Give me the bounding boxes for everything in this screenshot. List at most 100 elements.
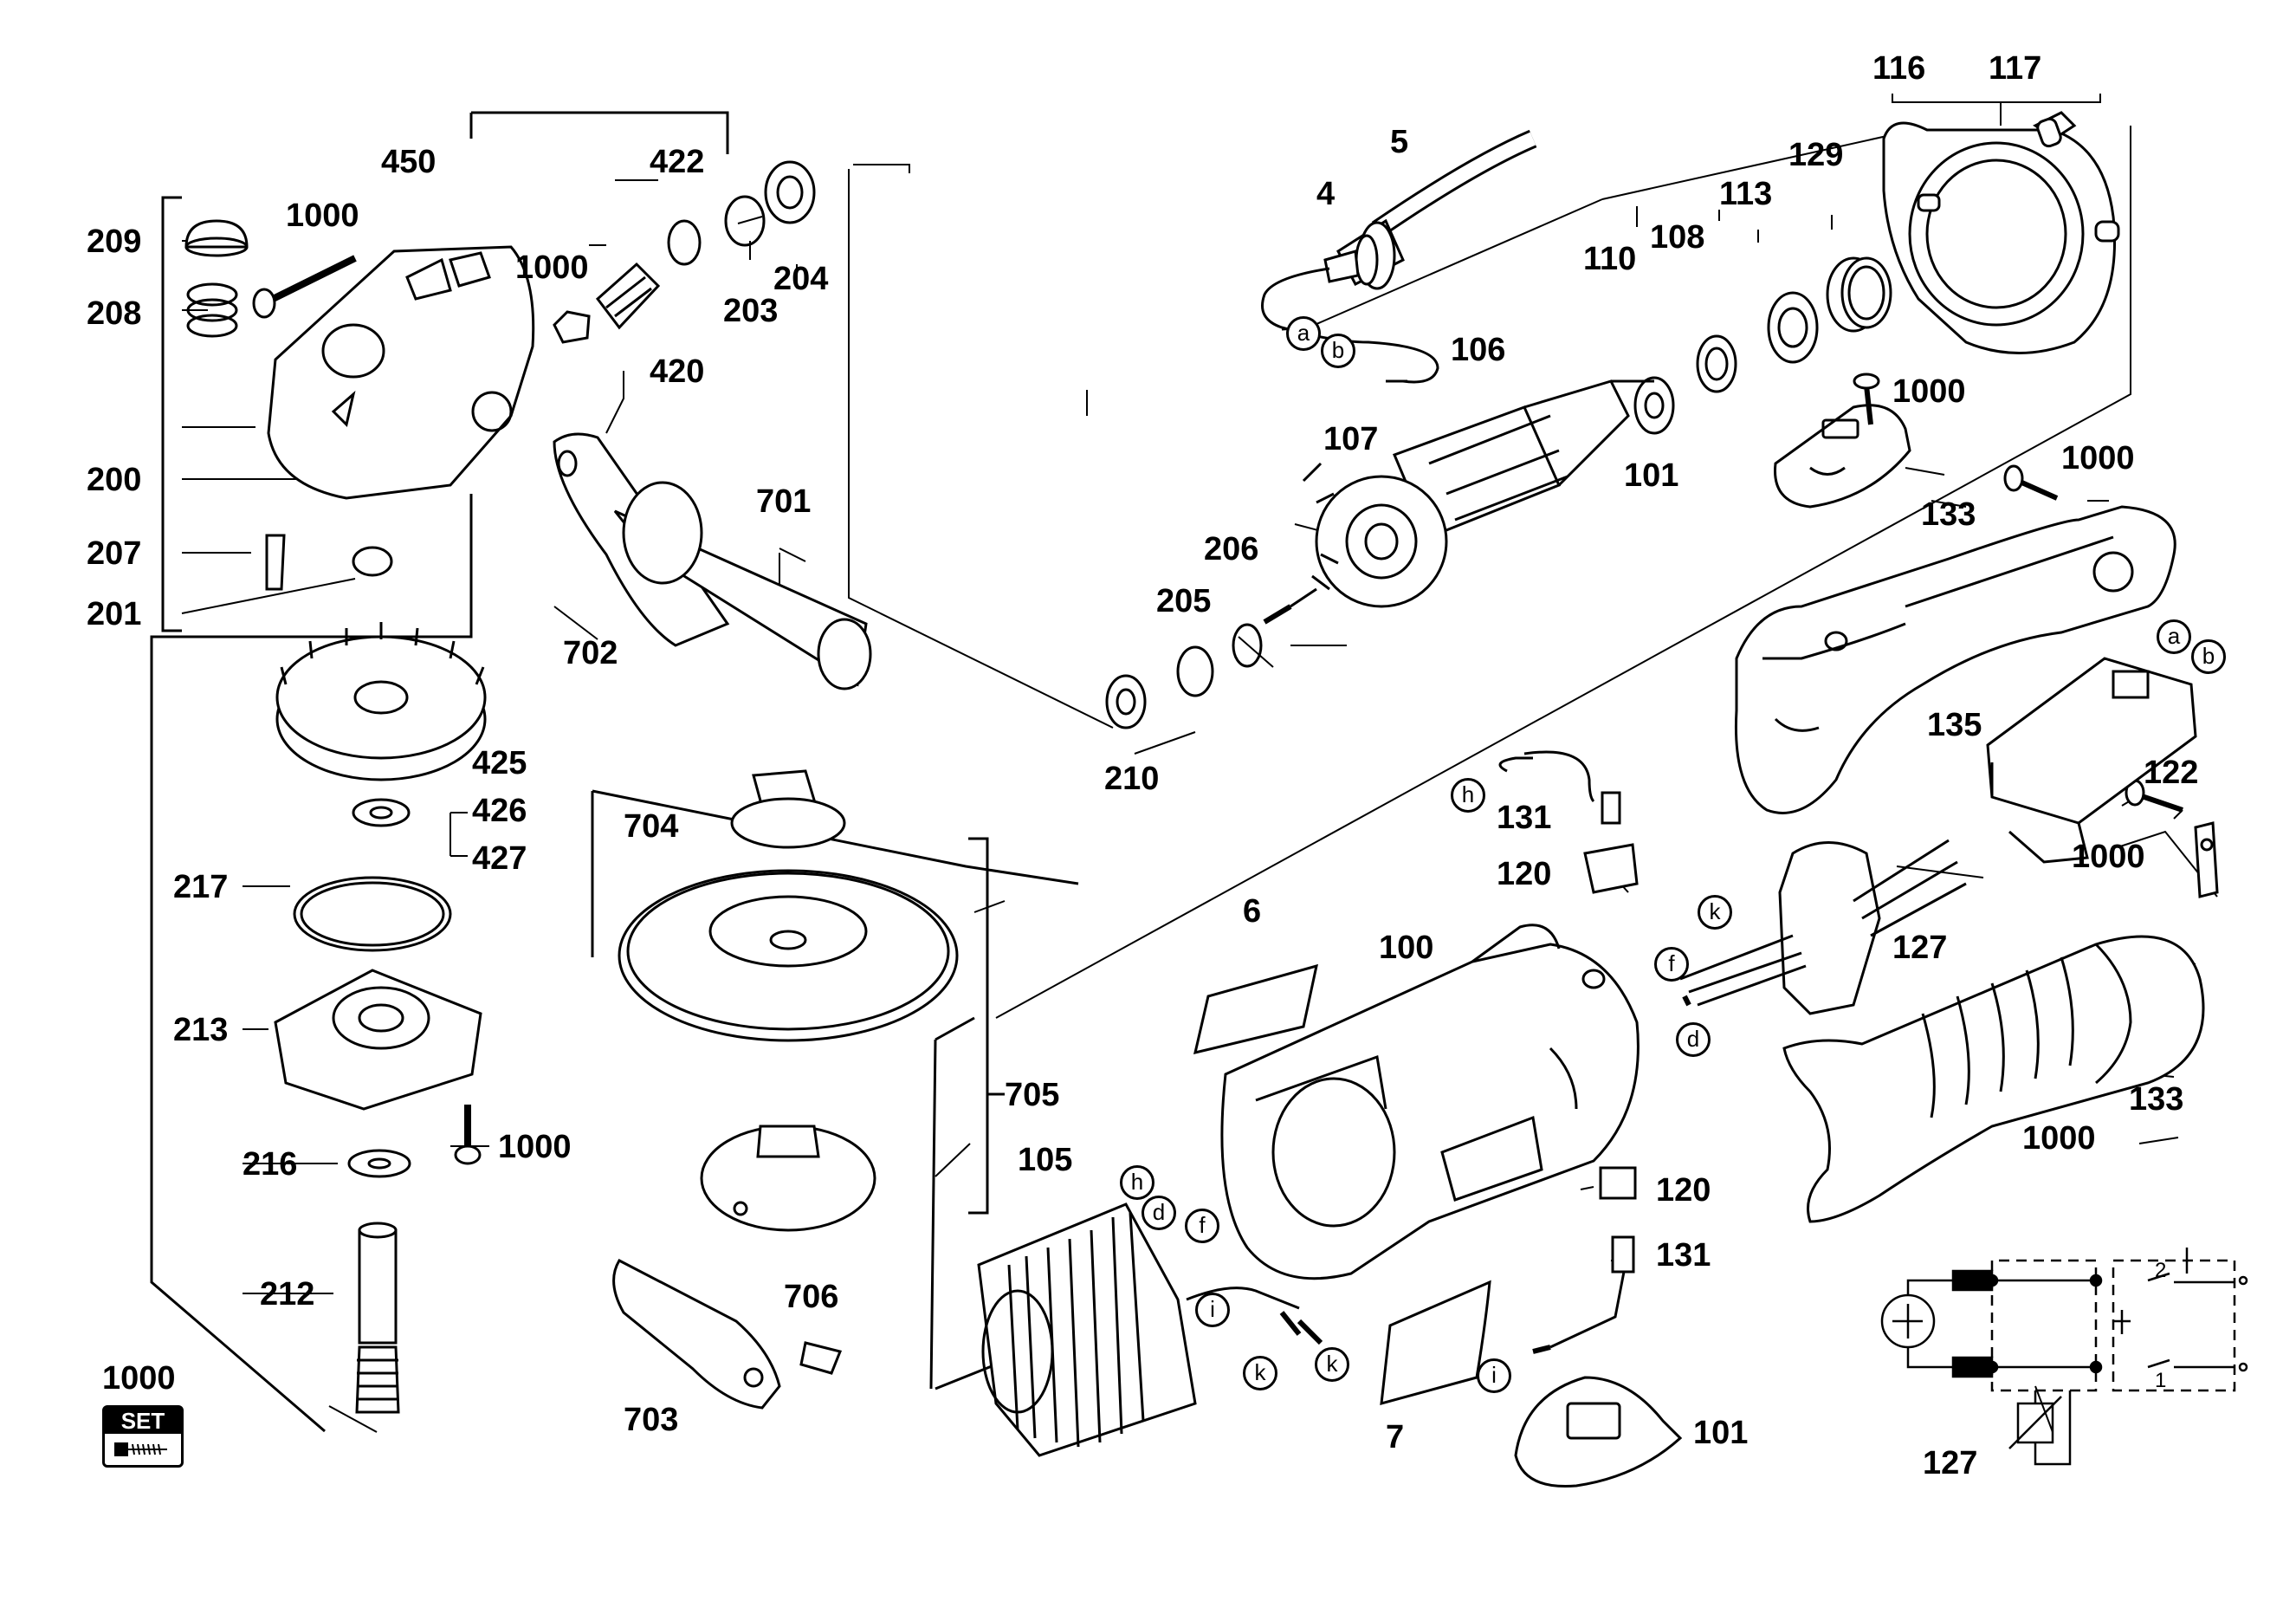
label-100: 100 bbox=[1379, 930, 1434, 966]
connector-i-cable: i bbox=[1477, 1358, 1511, 1393]
spindle-lock-parts bbox=[184, 219, 393, 591]
label-108: 108 bbox=[1650, 219, 1705, 256]
label-101-top: 101 bbox=[1624, 457, 1679, 494]
label-4: 4 bbox=[1316, 176, 1336, 212]
label-127-bot: 127 bbox=[1923, 1445, 1978, 1481]
label-122: 122 bbox=[2144, 755, 2199, 791]
label-1000-flange: 1000 bbox=[498, 1129, 572, 1165]
terminal-122 bbox=[2194, 821, 2219, 898]
label-210: 210 bbox=[1104, 761, 1160, 797]
connector-k-stator-2: k bbox=[1315, 1347, 1349, 1382]
connector-h-stator: h bbox=[1120, 1165, 1154, 1200]
label-1000-handle: 1000 bbox=[2061, 440, 2135, 476]
label-216: 216 bbox=[243, 1146, 298, 1183]
label-705: 705 bbox=[1005, 1077, 1060, 1113]
label-425: 425 bbox=[472, 745, 527, 781]
armature-bearings bbox=[1633, 256, 1892, 435]
label-129: 129 bbox=[1788, 137, 1844, 173]
label-133-grip: 133 bbox=[2129, 1081, 2184, 1118]
label-101-bot: 101 bbox=[1693, 1415, 1749, 1451]
rear-grip bbox=[1782, 935, 2205, 1223]
label-5: 5 bbox=[1390, 124, 1409, 160]
label-201: 201 bbox=[87, 596, 142, 632]
label-117: 117 bbox=[1989, 50, 2042, 87]
label-1000-set: 1000 bbox=[102, 1360, 176, 1397]
pin-spanner bbox=[612, 1259, 843, 1410]
label-209: 209 bbox=[87, 224, 142, 260]
connector-d-mid: d bbox=[1676, 1022, 1711, 1057]
label-131-top: 131 bbox=[1497, 800, 1552, 836]
schematic-terminal-2: 2 bbox=[2155, 1259, 2167, 1282]
fan-cover bbox=[1882, 111, 2120, 354]
label-450: 450 bbox=[381, 144, 437, 180]
brush-plate bbox=[1498, 750, 1967, 1015]
armature-rotor bbox=[1263, 379, 1654, 625]
connector-f-stator: f bbox=[1185, 1209, 1219, 1243]
polishing-pad bbox=[618, 769, 959, 1232]
connector-k-mid: k bbox=[1698, 895, 1732, 930]
label-106: 106 bbox=[1451, 332, 1506, 368]
switch-cover-bottom bbox=[1514, 1376, 1683, 1488]
label-133-top: 133 bbox=[1921, 496, 1976, 533]
label-120-top: 120 bbox=[1497, 856, 1552, 892]
label-203: 203 bbox=[723, 293, 779, 329]
switch-cover-top bbox=[1774, 404, 1911, 509]
label-1000-switch: 1000 bbox=[2072, 839, 2145, 875]
label-208: 208 bbox=[87, 295, 142, 332]
label-207: 207 bbox=[87, 535, 142, 572]
label-422: 422 bbox=[650, 144, 705, 180]
label-131-bot: 131 bbox=[1656, 1237, 1711, 1274]
label-420: 420 bbox=[650, 353, 705, 390]
connector-a-cord: a bbox=[1286, 316, 1321, 351]
gear-spindle-assembly bbox=[274, 622, 487, 1414]
label-1000-head: 1000 bbox=[286, 198, 359, 234]
label-204: 204 bbox=[773, 261, 829, 297]
connector-i-stator: i bbox=[1195, 1293, 1230, 1327]
switch-module bbox=[1986, 657, 2197, 864]
power-cord bbox=[1261, 129, 1537, 384]
pinion-bearings bbox=[553, 160, 816, 344]
label-213: 213 bbox=[173, 1012, 229, 1048]
label-206: 206 bbox=[1204, 531, 1259, 567]
label-703: 703 bbox=[624, 1402, 679, 1438]
label-701: 701 bbox=[756, 483, 812, 520]
rear-handle-top bbox=[1734, 505, 2176, 814]
side-handle bbox=[553, 432, 872, 690]
label-135: 135 bbox=[1927, 707, 1982, 743]
label-113: 113 bbox=[1719, 176, 1773, 212]
connector-k-stator-1: k bbox=[1243, 1356, 1277, 1390]
label-426: 426 bbox=[472, 793, 527, 829]
label-1000-pinion: 1000 bbox=[515, 250, 589, 286]
label-116: 116 bbox=[1872, 50, 1926, 87]
label-127-mid: 127 bbox=[1892, 930, 1948, 966]
label-105: 105 bbox=[1018, 1142, 1073, 1178]
label-120-bot: 120 bbox=[1656, 1172, 1711, 1209]
label-217: 217 bbox=[173, 869, 229, 905]
label-1000-grip: 1000 bbox=[2022, 1120, 2096, 1157]
schematic-terminal-1: 1 bbox=[2155, 1369, 2167, 1392]
motor-housing bbox=[1220, 924, 1640, 1280]
label-107: 107 bbox=[1323, 421, 1379, 457]
head-group-bracket bbox=[150, 111, 729, 1433]
gear-housing bbox=[267, 245, 535, 500]
label-6: 6 bbox=[1243, 893, 1262, 930]
label-704: 704 bbox=[624, 808, 679, 845]
label-205: 205 bbox=[1156, 583, 1212, 619]
connector-d-stator: d bbox=[1142, 1196, 1176, 1230]
connector-b-cord: b bbox=[1321, 334, 1355, 368]
connector-h-mid: h bbox=[1451, 778, 1485, 813]
connector-a-switch: a bbox=[2157, 619, 2191, 654]
label-706: 706 bbox=[784, 1279, 839, 1315]
screw-icon bbox=[114, 1442, 167, 1456]
circuit-schematic bbox=[1880, 1248, 2248, 1466]
label-427: 427 bbox=[472, 840, 527, 877]
set-badge-text: SET bbox=[105, 1408, 181, 1434]
stator bbox=[977, 1202, 1323, 1457]
label-212: 212 bbox=[260, 1276, 315, 1313]
screw-set-badge: SET bbox=[102, 1405, 184, 1468]
label-110: 110 bbox=[1583, 241, 1637, 277]
label-7: 7 bbox=[1386, 1419, 1405, 1455]
label-200: 200 bbox=[87, 462, 142, 498]
brush-holders bbox=[1532, 1166, 1637, 1354]
